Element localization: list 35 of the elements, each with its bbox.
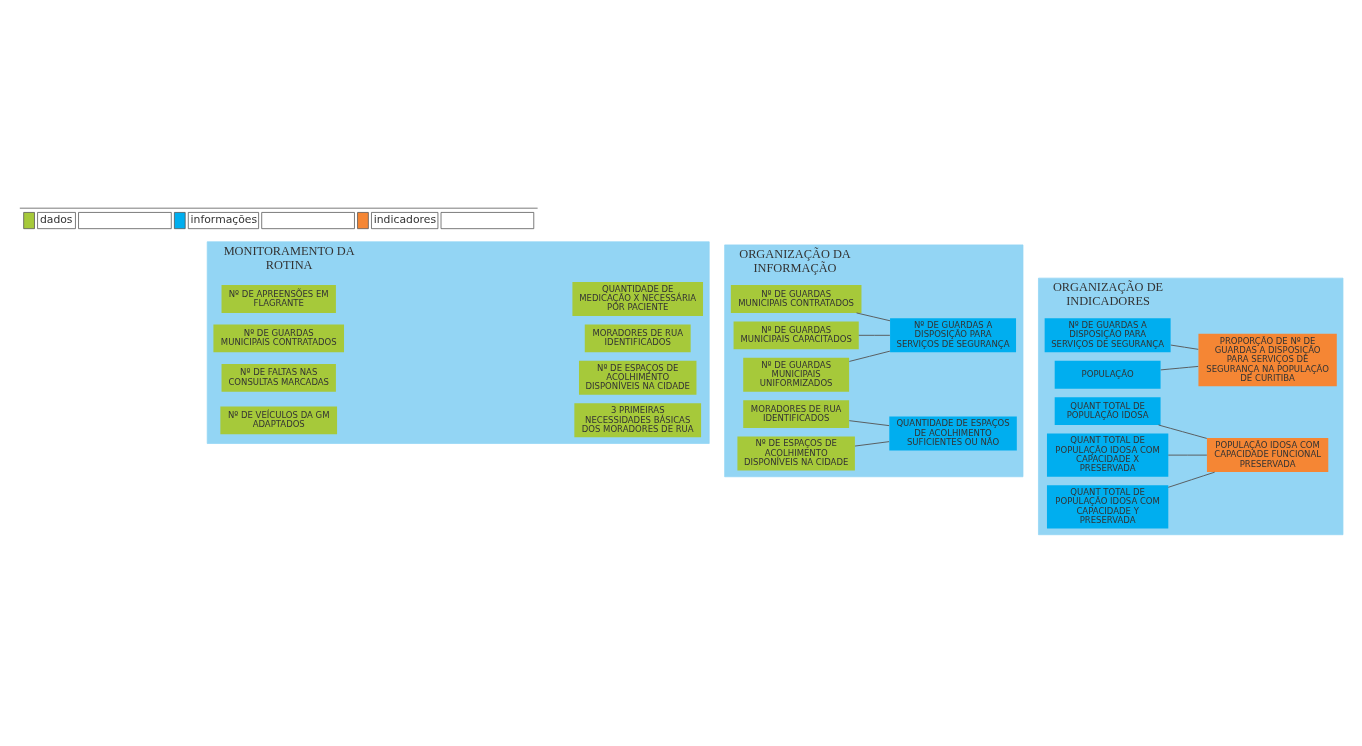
connector — [1170, 344, 1199, 350]
node-box: QUANT TOTAL DE POPULAÇÃO IDOSA COM CAPACIDADE X PRESERVADA — [1046, 433, 1169, 477]
node-box: Nº DE ESPAÇOS DE ACOLHIMENTO DISPONÍVEIS NA CIDADE — [737, 436, 855, 471]
connector — [848, 350, 891, 362]
connector — [858, 334, 891, 336]
legend-label: dados — [39, 213, 73, 227]
node-box: POPULAÇÃO — [1054, 360, 1161, 389]
node-box: Nº DE VEÍCULOS DA GM ADAPTADOS — [220, 406, 338, 435]
node-box: MORADORES DE RUA IDENTIFICADOS — [584, 324, 691, 353]
node-box: Nº DE APREENSÕES EM FLAGRANTE — [221, 285, 336, 313]
connector — [1167, 471, 1216, 488]
node-box: Nº DE FALTAS NAS CONSULTAS MARCADAS — [221, 363, 336, 392]
node-box: POPULAÇÃO IDOSA COM CAPACIDADE FUNCIONAL PRESERVADA — [1206, 438, 1329, 473]
legend-label: indicadores — [373, 213, 437, 227]
connector — [848, 420, 890, 427]
node-box: Nº DE ESPAÇOS DE ACOLHIMENTO DISPONÍVEIS NA CIDADE — [579, 360, 697, 395]
connector — [1167, 454, 1208, 456]
connector — [856, 312, 891, 322]
node-box: Nº DE GUARDAS MUNICIPAIS CONTRATADOS — [730, 285, 862, 313]
node-box: Nº DE GUARDAS MUNICIPAIS CAPACITADOS — [733, 321, 859, 350]
node-box: QUANTIDADE DE ESPAÇOS DE ACOLHIMENTO SUFICIENTES OU NÃO — [889, 416, 1017, 451]
node-box: QUANT TOTAL DE POPULAÇÃO IDOSA — [1054, 397, 1161, 425]
node-box: Nº DE GUARDAS A DISPOSIÇÃO PARA SERVIÇOS DE SEGURANÇA — [890, 318, 1017, 353]
node-box: PROPORÇÃO DE Nº DE GUARDAS A DISPOSIÇÃO PARA SERVIÇOS DE SEGURANÇA NA POPULAÇÃO DE CURITIBA — [1198, 333, 1337, 387]
node-box: 3 PRIMEIRAS NECESSIDADES BÁSICAS DOS MORADORES DE RUA — [574, 403, 702, 438]
connector — [1158, 424, 1208, 439]
connector — [1160, 365, 1199, 371]
node-box: QUANTIDADE DE MEDICAÇÃO X NECESSÁRIA POR PACIENTE — [572, 282, 704, 316]
connector — [854, 441, 890, 447]
node-box: MORADORES DE RUA IDENTIFICADOS — [743, 400, 850, 429]
node-box: Nº DE GUARDAS MUNICIPAIS UNIFORMIZADOS — [743, 357, 850, 392]
legend-label: informações — [190, 213, 258, 227]
node-box: Nº DE GUARDAS A DISPOSIÇÃO PARA SERVIÇOS DE SEGURANÇA — [1044, 318, 1171, 353]
node-box: QUANT TOTAL DE POPULAÇÃO IDOSA COM CAPACIDADE Y PRESERVADA — [1046, 485, 1169, 529]
node-box: Nº DE GUARDAS MUNICIPAIS CONTRATADOS — [213, 324, 344, 353]
